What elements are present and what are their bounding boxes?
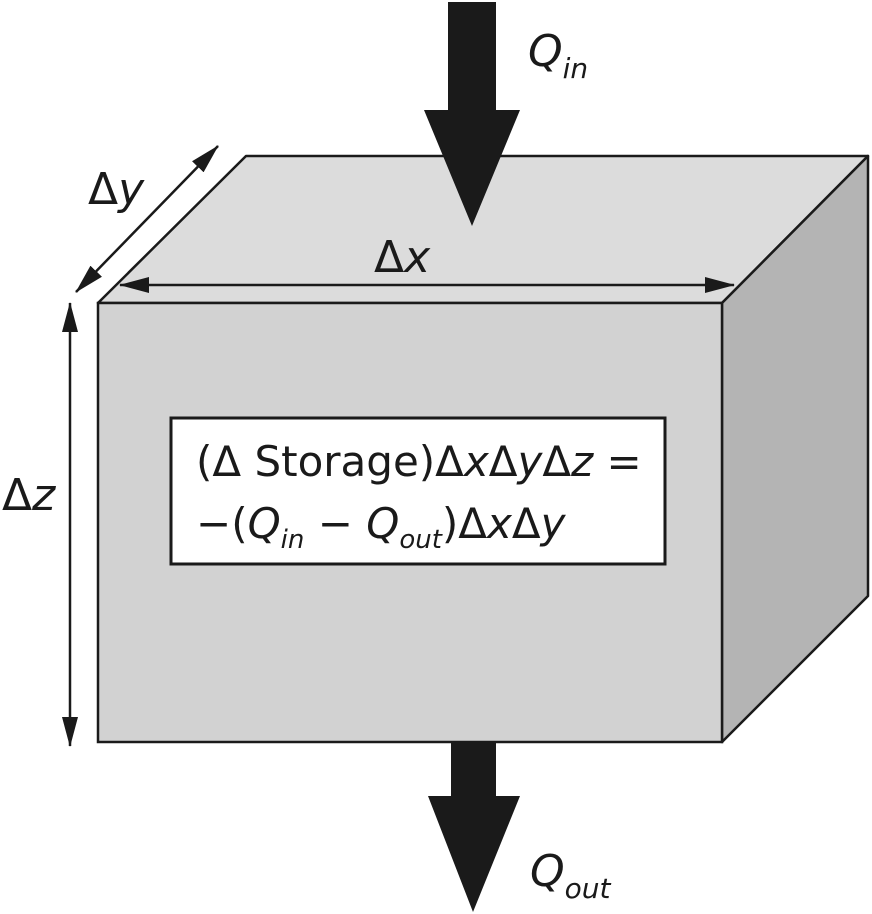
equation-box [169, 416, 667, 566]
delta-y-label: Δy [88, 164, 145, 215]
delta-z-label: Δz [2, 470, 56, 521]
delta-x-label: Δx [374, 232, 431, 283]
q-in-label: Qin [528, 26, 588, 85]
delta-y-dimension-arrow [75, 145, 219, 293]
q-out-label: Qout [530, 846, 612, 905]
equation-line-1: (Δ Storage)ΔxΔyΔz = [196, 437, 642, 486]
q-in-arrow [424, 2, 520, 226]
q-out-arrow [428, 742, 520, 912]
equation-line-2: −(Qin − Qout)ΔxΔy [196, 499, 567, 555]
